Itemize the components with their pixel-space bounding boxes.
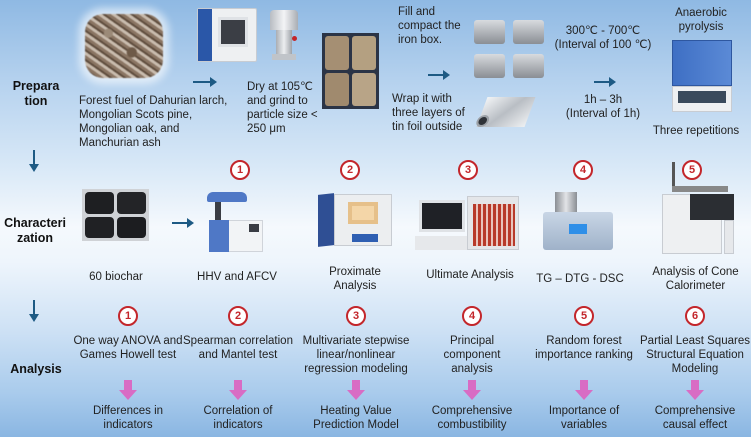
char-item-label: HHV and AFCV: [197, 271, 277, 283]
muffle-furnace-image: [318, 193, 396, 247]
analysis-method-text: Random forest importance ranking: [535, 335, 633, 361]
number-badge: 2: [340, 160, 360, 180]
analysis-result-text: Comprehensive combustibility: [431, 405, 513, 431]
analysis-result-text: Differences in indicators: [92, 405, 164, 431]
number-badge: 6: [685, 306, 705, 326]
down-arrow-icon: [229, 380, 247, 400]
temperature-range-text: 300℃ - 700℃: [565, 25, 641, 37]
number-badge: 3: [346, 306, 366, 326]
number-badge: 1: [230, 160, 250, 180]
iron-boxes-image: [474, 20, 544, 78]
right-arrow-icon: [428, 70, 450, 80]
calorimeter-image: [207, 192, 265, 254]
thermal-analyzer-image: [543, 192, 613, 254]
analysis-result-text: Correlation of indicators: [203, 405, 273, 431]
sample-tray-image: [322, 33, 379, 109]
analysis-result-text: Importance of variables: [548, 405, 620, 431]
tin-foil-image: [474, 97, 536, 127]
forest-fuel-text: Forest fuel of Dahurian larch, Mongolian…: [79, 95, 228, 149]
time-range-text: 1h – 3h: [583, 94, 623, 106]
right-arrow-icon: [193, 77, 217, 87]
char-item-label: Ultimate Analysis: [426, 269, 514, 281]
temperature-interval-text: (Interval of 100 ℃): [554, 39, 652, 51]
forest-fuel-image: [85, 14, 163, 78]
number-badge: 4: [462, 306, 482, 326]
drying-oven-image: [197, 8, 257, 62]
stage-label-preparation: Prepara tion: [12, 79, 60, 108]
dry-grind-text: Dry at 105℃ and grind to particle size <…: [247, 81, 318, 135]
down-arrow-icon: [575, 380, 593, 400]
stage-label-analysis: Analysis: [10, 362, 62, 376]
stage-label-characterization: Characteri zation: [4, 216, 66, 245]
number-badge: 3: [458, 160, 478, 180]
char-item-label: Proximate Analysis: [329, 266, 381, 292]
analysis-result-text: Comprehensive causal effect: [654, 405, 736, 431]
fill-box-text: Fill and compact the iron box.: [398, 6, 461, 46]
analysis-method-text: Multivariate stepwise linear/nonlinear r…: [302, 335, 410, 375]
analysis-method-text: Principal component analysis: [443, 335, 501, 375]
wrap-foil-text: Wrap it with three layers of tin foil ou…: [392, 93, 465, 133]
number-badge: 4: [573, 160, 593, 180]
number-badge: 5: [574, 306, 594, 326]
down-arrow-icon: [686, 380, 704, 400]
time-interval-text: (Interval of 1h): [565, 108, 641, 120]
number-badge: 1: [118, 306, 138, 326]
anaerobic-pyrolysis-text: Anaerobic pyrolysis: [675, 7, 727, 33]
right-arrow-icon: [172, 218, 194, 228]
analysis-method-text: One way ANOVA and Games Howell test: [73, 335, 183, 361]
analysis-method-text: Spearman correlation and Mantel test: [183, 335, 293, 361]
number-badge: 2: [228, 306, 248, 326]
down-arrow-icon: [347, 380, 365, 400]
down-arrow-icon: [463, 380, 481, 400]
right-arrow-icon: [594, 77, 616, 87]
biochar-count-text: 60 biochar: [89, 271, 143, 283]
three-repetitions-text: Three repetitions: [652, 125, 740, 137]
down-arrow-icon: [29, 300, 39, 322]
grinder-image: [268, 10, 300, 62]
down-arrow-icon: [29, 150, 39, 172]
analysis-result-text: Heating Value Prediction Model: [313, 405, 399, 431]
elemental-analyzer-image: [415, 196, 521, 252]
biochar-samples-image: [82, 189, 149, 241]
cone-calorimeter-image: [660, 160, 751, 256]
down-arrow-icon: [119, 380, 137, 400]
char-item-label: TG – DTG - DSC: [536, 273, 624, 285]
char-item-label: Analysis of Cone Calorimeter: [652, 266, 739, 292]
analysis-method-text: Partial Least Squares Structural Equatio…: [640, 335, 750, 375]
number-badge: 5: [682, 160, 702, 180]
pyrolysis-furnace-image: [672, 40, 732, 112]
